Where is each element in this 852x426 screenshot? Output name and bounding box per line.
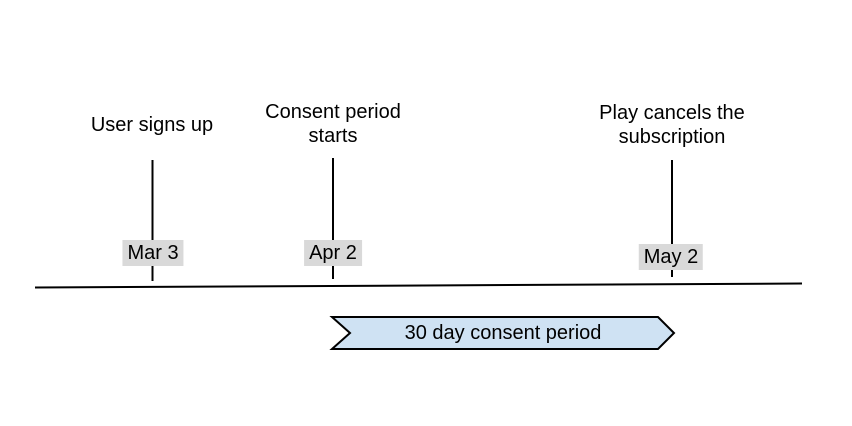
event-date-badge-mar3: Mar 3 [122,240,184,266]
consent-period-banner [329,316,676,350]
event-date-badge-may2: May 2 [638,244,704,270]
event-label-consent-period-starts: Consent period starts [265,101,401,147]
event-label-play-cancels: Play cancels the subscription [599,102,745,148]
event-date-badge-apr2: Apr 2 [304,240,362,266]
event-label-user-signs-up: User signs up [90,114,214,136]
timeline-axis [34,282,803,289]
consent-period-banner-label: 30 day consent period [404,322,602,344]
